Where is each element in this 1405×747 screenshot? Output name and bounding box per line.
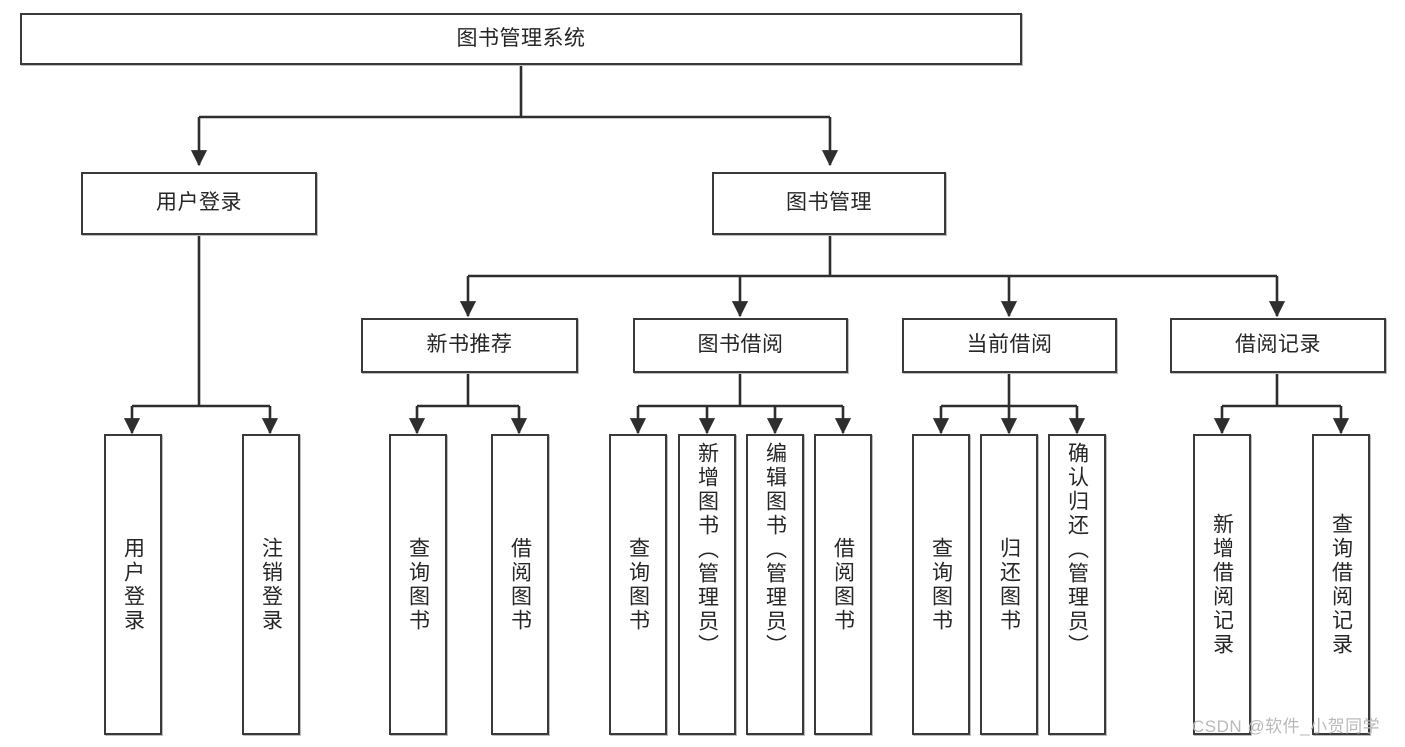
- node-current-borrow-label: 当前借阅: [966, 333, 1053, 357]
- leaf-user-login-signout-label: 注销登录: [259, 536, 283, 633]
- leaf-current-query-book[interactable]: 查询图书: [912, 434, 970, 735]
- leaf-current-confirm-return[interactable]: 确认归还（管理员）: [1048, 434, 1106, 735]
- node-new-book-recommend[interactable]: 新书推荐: [361, 318, 578, 373]
- node-root-label: 图书管理系统: [456, 26, 586, 50]
- leaf-borrow-query-book-label: 查询图书: [626, 536, 650, 633]
- leaf-borrow-add-book-label: 新增图书（管理员）: [695, 442, 719, 658]
- leaf-user-login-signout[interactable]: 注销登录: [242, 434, 300, 735]
- node-borrow-record[interactable]: 借阅记录: [1170, 318, 1386, 373]
- leaf-record-add-record-label: 新增借阅记录: [1210, 512, 1234, 657]
- leaf-borrow-edit-book[interactable]: 编辑图书（管理员）: [746, 434, 804, 735]
- leaf-recommend-borrow-book-label: 借阅图书: [508, 536, 532, 633]
- node-book-borrow-label: 图书借阅: [697, 333, 784, 357]
- node-user-login[interactable]: 用户登录: [81, 172, 317, 235]
- leaf-user-login-signin[interactable]: 用户登录: [104, 434, 162, 735]
- leaf-borrow-add-book[interactable]: 新增图书（管理员）: [678, 434, 736, 735]
- leaf-recommend-query-book[interactable]: 查询图书: [389, 434, 447, 735]
- leaf-recommend-query-book-label: 查询图书: [406, 536, 430, 633]
- node-book-borrow[interactable]: 图书借阅: [633, 318, 848, 373]
- leaf-borrow-borrow-book[interactable]: 借阅图书: [814, 434, 872, 735]
- leaf-record-add-record[interactable]: 新增借阅记录: [1193, 434, 1251, 735]
- leaf-record-query-record[interactable]: 查询借阅记录: [1312, 434, 1370, 735]
- node-book-management[interactable]: 图书管理: [712, 172, 946, 235]
- leaf-borrow-borrow-book-label: 借阅图书: [831, 536, 855, 633]
- leaf-current-query-book-label: 查询图书: [929, 536, 953, 633]
- leaf-record-query-record-label: 查询借阅记录: [1329, 512, 1353, 657]
- leaf-current-return-book[interactable]: 归还图书: [980, 434, 1038, 735]
- leaf-recommend-borrow-book[interactable]: 借阅图书: [491, 434, 549, 735]
- node-current-borrow[interactable]: 当前借阅: [902, 318, 1117, 373]
- node-user-login-label: 用户登录: [156, 191, 242, 215]
- leaf-user-login-signin-label: 用户登录: [121, 536, 145, 633]
- csdn-watermark: CSDN @软件_小贺同学: [1192, 717, 1381, 736]
- node-new-book-recommend-label: 新书推荐: [426, 333, 513, 357]
- leaf-current-return-book-label: 归还图书: [997, 536, 1021, 633]
- leaf-borrow-edit-book-label: 编辑图书（管理员）: [763, 442, 787, 658]
- leaf-current-confirm-return-label: 确认归还（管理员）: [1065, 442, 1089, 658]
- node-borrow-record-label: 借阅记录: [1235, 333, 1321, 357]
- leaf-borrow-query-book[interactable]: 查询图书: [609, 434, 667, 735]
- node-root[interactable]: 图书管理系统: [20, 13, 1022, 65]
- node-book-management-label: 图书管理: [786, 191, 872, 215]
